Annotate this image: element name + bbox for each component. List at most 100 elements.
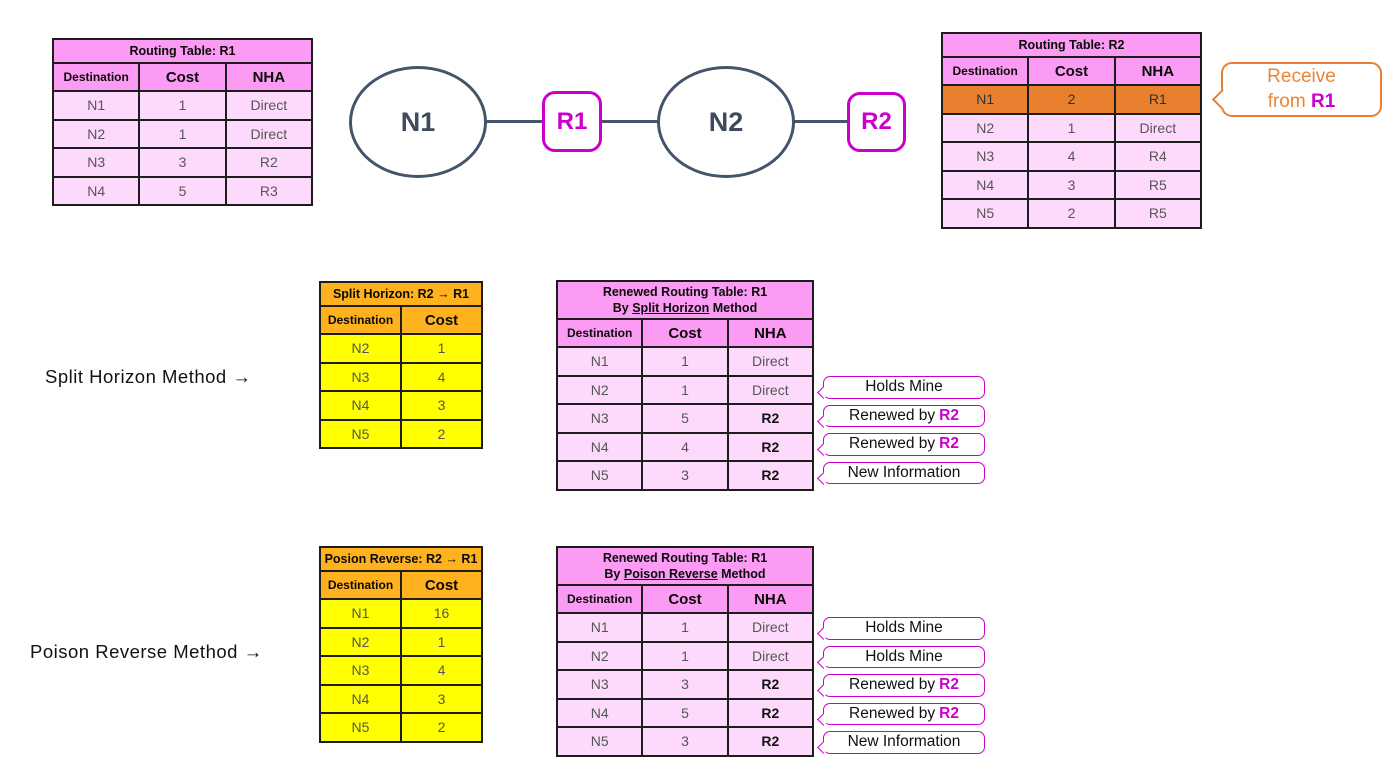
table-cell: 5 <box>641 697 729 728</box>
column-header: Cost <box>641 318 729 348</box>
column-header: NHA <box>726 584 815 614</box>
column-header: Destination <box>319 305 402 335</box>
table-cell: 2 <box>1027 84 1116 115</box>
table-title: Routing Table: R2 <box>941 32 1202 58</box>
table-cell: 4 <box>1027 141 1116 172</box>
table-cell: N5 <box>555 460 644 491</box>
table-cell: Direct <box>224 118 314 149</box>
column-header: Cost <box>1027 56 1116 86</box>
table-cell: 2 <box>400 418 483 449</box>
table-cell: N5 <box>940 198 1030 229</box>
table-cell: Direct <box>726 374 815 405</box>
table-cell: N3 <box>319 361 402 392</box>
column-header: NHA <box>1113 56 1203 86</box>
table-cell: 1 <box>641 346 729 377</box>
link-n1-r1 <box>485 120 543 123</box>
table-cell: 1 <box>641 640 729 671</box>
callout-text: Renewed by <box>849 435 936 453</box>
link-n2-r2 <box>793 120 848 123</box>
column-header: Destination <box>555 584 644 614</box>
table-cell: 1 <box>138 118 227 149</box>
table-cell: 1 <box>641 374 729 405</box>
column-header: Destination <box>51 62 141 92</box>
table-cell: 4 <box>641 431 729 462</box>
link-r1-n2 <box>601 120 658 123</box>
network-node-n2: N2 <box>657 66 795 178</box>
table-title: Split Horizon: R2 → R1 <box>319 281 483 307</box>
callout-text: Renewed by <box>849 704 936 722</box>
receive-callout-router-ref: R1 <box>1310 90 1336 112</box>
table-cell: Direct <box>726 612 815 643</box>
table-cell: N3 <box>555 403 644 434</box>
table-cell: Direct <box>224 90 314 121</box>
callout-text: Renewed by <box>849 676 936 694</box>
callout-router-ref: R2 <box>939 406 959 424</box>
router-node-r2-label: R2 <box>861 108 892 135</box>
split-horizon-method-label: Split Horizon Method → <box>45 366 252 387</box>
table-cell: N1 <box>555 612 644 643</box>
router-node-r1: R1 <box>542 91 602 152</box>
table-cell: 2 <box>1027 198 1116 229</box>
table-title: Routing Table: R1 <box>52 38 313 64</box>
callout-bubble: New Information <box>823 461 985 484</box>
column-header: Destination <box>319 570 402 600</box>
callout-bubble: New Information <box>823 731 985 754</box>
table-cell: N4 <box>319 390 402 421</box>
table-cell: 16 <box>400 598 483 629</box>
column-header: Cost <box>138 62 227 92</box>
table-cell: N2 <box>319 333 402 364</box>
table-cell: R2 <box>726 669 815 700</box>
network-node-n1: N1 <box>349 66 487 178</box>
table-cell: 3 <box>1027 169 1116 200</box>
table-title: Posion Reverse: R2 → R1 <box>319 546 483 572</box>
receive-from-callout: Receive from R1 <box>1221 62 1382 117</box>
table-cell: N5 <box>319 418 402 449</box>
table-cell: Direct <box>726 640 815 671</box>
callout-bubble: Holds Mine <box>823 376 985 399</box>
column-header: NHA <box>224 62 314 92</box>
table-cell: R5 <box>1113 169 1203 200</box>
table-cell: N5 <box>555 726 644 757</box>
table-cell: R5 <box>1113 198 1203 229</box>
table-cell: 1 <box>1027 112 1116 143</box>
table-cell: R3 <box>224 175 314 206</box>
receive-callout-line1: Receive <box>1267 65 1336 87</box>
table-cell: N2 <box>319 626 402 657</box>
table-cell: N1 <box>555 346 644 377</box>
table-cell: N2 <box>555 374 644 405</box>
callout-router-ref: R2 <box>939 676 959 694</box>
table-cell: N4 <box>940 169 1030 200</box>
callout-bubble: Holds Mine <box>823 617 985 640</box>
table-cell: R2 <box>726 431 815 462</box>
column-header: Cost <box>641 584 729 614</box>
table-cell: N1 <box>940 84 1030 115</box>
table-cell: 3 <box>138 147 227 178</box>
table-cell: R4 <box>1113 141 1203 172</box>
table-cell: 1 <box>138 90 227 121</box>
table-cell: 5 <box>138 175 227 206</box>
callout-text: Holds Mine <box>865 647 943 665</box>
